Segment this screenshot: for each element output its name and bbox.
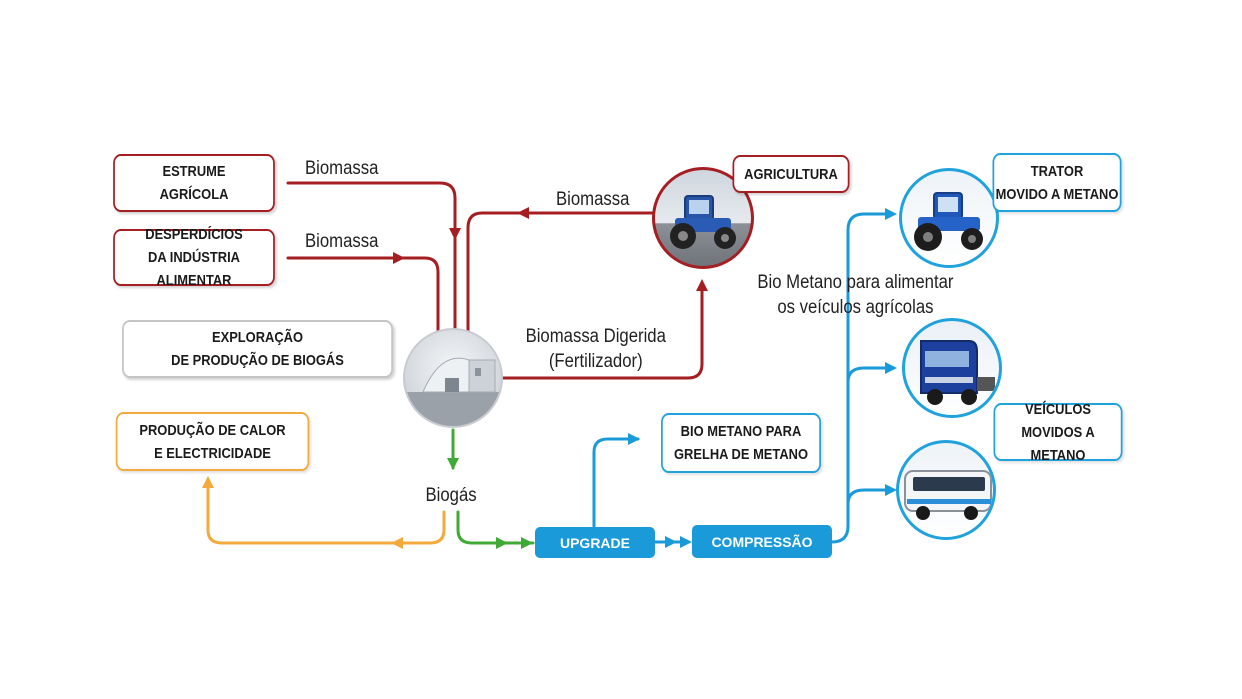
step-compressao: COMPRESSÃO bbox=[692, 525, 832, 558]
arrowhead bbox=[628, 433, 640, 445]
label-line: os veículos agrícolas bbox=[777, 297, 934, 318]
arrowhead bbox=[521, 537, 533, 549]
node-veiculos: VEÍCULOS MOVIDOS A METANO bbox=[993, 401, 1123, 464]
arrowhead bbox=[885, 208, 897, 220]
node-line: BIO METANO PARA bbox=[680, 423, 802, 440]
node-line: VEÍCULOS bbox=[1025, 400, 1091, 418]
node-trator: TRATOR MOVIDO A METANO bbox=[992, 153, 1122, 212]
arrowhead bbox=[696, 279, 708, 291]
label-bio-metano: Bio Metano para alimentar os veículos ag… bbox=[757, 270, 953, 320]
plant-drawing bbox=[405, 357, 501, 426]
node-line: ESTRUME bbox=[162, 163, 226, 180]
node-line: TRATOR bbox=[1030, 162, 1084, 180]
flow-biogas-to-upgrade bbox=[456, 510, 535, 545]
flow-agricultura-to-plant bbox=[466, 211, 654, 332]
bus-drawing bbox=[904, 470, 992, 520]
arrowheads bbox=[202, 207, 897, 549]
label-line: (Fertilizador) bbox=[548, 351, 643, 372]
flow-compressao-to-vehicles bbox=[830, 212, 890, 544]
node-exploracao: EXPLORAÇÃO DE PRODUÇÃO DE BIOGÁS bbox=[122, 320, 393, 378]
node-line: MOVIDOS A METANO bbox=[1021, 423, 1095, 464]
arrowhead bbox=[885, 362, 897, 374]
arrowhead bbox=[202, 476, 214, 488]
node-line: DE PRODUÇÃO DE BIOGÁS bbox=[171, 352, 344, 369]
truck-icon bbox=[902, 318, 1002, 418]
label-line: Biomassa Digerida bbox=[525, 326, 666, 347]
arrowhead bbox=[391, 537, 403, 549]
arrowhead bbox=[517, 207, 529, 219]
label-biomassa-digerida: Biomassa Digerida (Fertilizador) bbox=[526, 324, 666, 374]
arrowhead bbox=[447, 458, 459, 470]
node-line: EXPLORAÇÃO bbox=[211, 329, 304, 346]
label-biogas: Biogás bbox=[425, 485, 477, 506]
node-estrume: ESTRUME AGRÍCOLA bbox=[113, 154, 275, 212]
biogas-plant-icon bbox=[403, 328, 503, 428]
node-line: DESPERDÍCIOS bbox=[145, 226, 243, 243]
node-desperdicios: DESPERDÍCIOS DA INDÚSTRIA ALIMENTAR bbox=[113, 226, 275, 289]
arrowhead bbox=[449, 228, 461, 240]
flow-upgrade-to-grelha bbox=[592, 437, 640, 528]
arrowhead bbox=[393, 252, 405, 264]
label-biomassa-estrume: Biomassa bbox=[305, 158, 379, 179]
bus-icon bbox=[896, 440, 996, 540]
label-biomassa-agricultura: Biomassa bbox=[556, 189, 630, 210]
node-line: MOVIDO A METANO bbox=[995, 185, 1119, 203]
node-line: AGRICULTURA bbox=[744, 165, 838, 183]
node-line: GRELHA DE METANO bbox=[673, 446, 809, 463]
flow-desperdicios-to-plant bbox=[286, 256, 440, 332]
node-line: DA INDÚSTRIA ALIMENTAR bbox=[148, 249, 240, 289]
arrowhead bbox=[885, 484, 897, 496]
node-line: PRODUÇÃO DE CALOR bbox=[139, 421, 286, 439]
flow-estrume-to-plant bbox=[286, 181, 457, 332]
node-grelha: BIO METANO PARA GRELHA DE METANO bbox=[661, 413, 821, 473]
node-agricultura: AGRICULTURA bbox=[732, 155, 850, 193]
truck-drawing bbox=[920, 340, 995, 405]
node-line: E ELECTRICIDADE bbox=[154, 444, 271, 462]
arrowhead bbox=[680, 536, 692, 548]
arrowhead bbox=[665, 536, 677, 548]
tractor-icon bbox=[899, 168, 999, 268]
flow-biogas-to-calor bbox=[206, 478, 446, 545]
label-line: Bio Metano para alimentar bbox=[757, 272, 954, 293]
tractor-drawing bbox=[670, 195, 736, 249]
label-biomassa-desperdicios: Biomassa bbox=[305, 231, 379, 252]
arrowhead bbox=[496, 537, 508, 549]
node-calor: PRODUÇÃO DE CALOR E ELECTRICIDADE bbox=[115, 412, 310, 471]
flow-digerida-to-agricultura bbox=[496, 288, 704, 380]
step-upgrade: UPGRADE bbox=[535, 527, 655, 558]
node-line: AGRÍCOLA bbox=[159, 186, 229, 203]
tractor-drawing bbox=[914, 192, 983, 251]
